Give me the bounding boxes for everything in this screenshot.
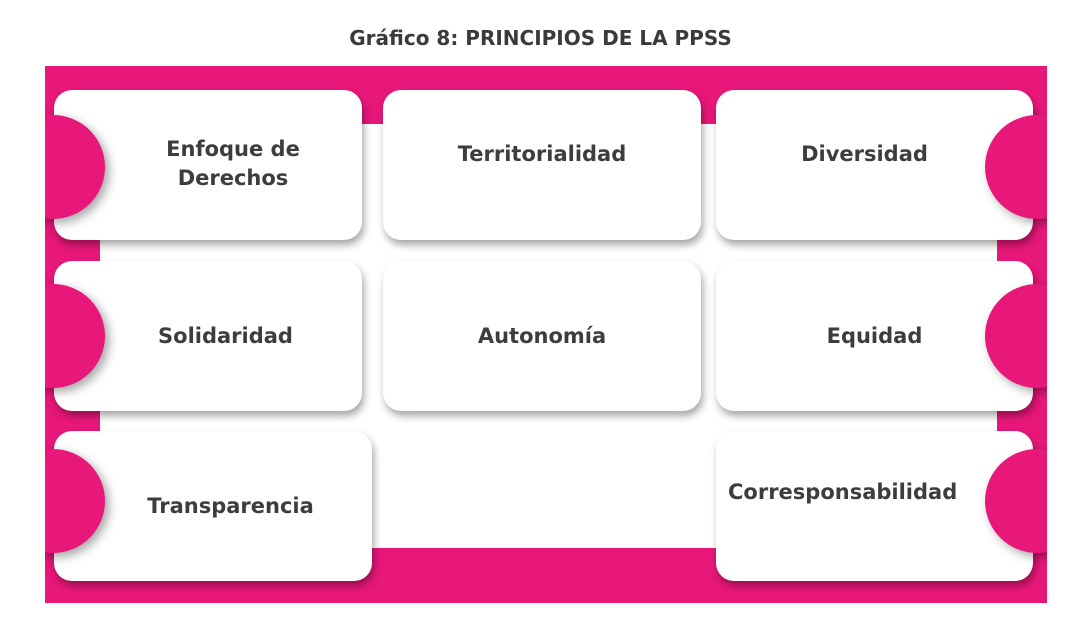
- principle-card-transparencia: Transparencia: [54, 431, 372, 581]
- principle-label: Transparencia: [147, 493, 314, 518]
- principle-card-territorialidad: Territorialidad: [383, 90, 701, 240]
- principle-label: Equidad: [826, 323, 923, 348]
- principle-label: Autonomía: [477, 323, 607, 348]
- principle-label: Corresponsabilidad: [728, 480, 958, 504]
- principle-card-autonomia: Autonomía: [383, 261, 701, 411]
- principle-label: Diversidad: [801, 142, 928, 166]
- principle-label: Enfoque de Derechos: [166, 137, 300, 190]
- principle-label: Solidaridad: [158, 323, 293, 348]
- principle-card-enfoque-de-derechos: Enfoque de Derechos: [54, 90, 362, 240]
- principle-label: Territorialidad: [457, 142, 627, 166]
- magenta-frame: Enfoque de Derechos Territorialidad Dive…: [45, 66, 1047, 603]
- principle-card-corresponsabilidad: Corresponsabilidad: [716, 431, 1033, 581]
- principle-card-diversidad: Diversidad: [716, 90, 1033, 240]
- principle-card-solidaridad: Solidaridad: [54, 261, 362, 411]
- diagram-title: Gráfico 8: PRINCIPIOS DE LA PPSS: [349, 26, 732, 50]
- principle-card-equidad: Equidad: [716, 261, 1033, 411]
